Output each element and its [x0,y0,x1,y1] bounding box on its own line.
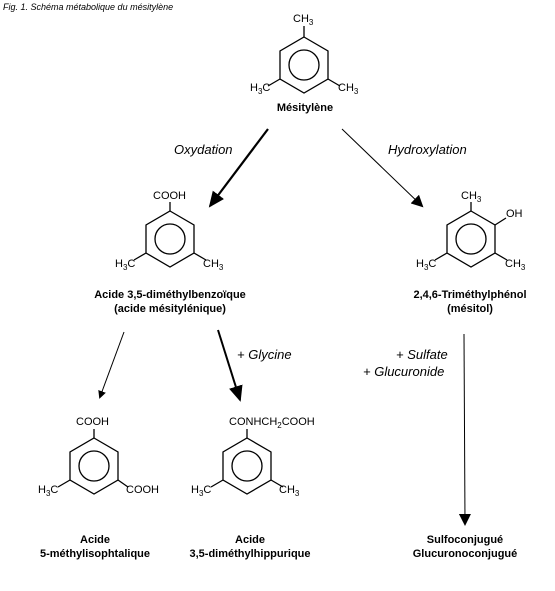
mesitylenic-acid-left-group: H3C [115,258,136,273]
dimethylhippuric-acid-structure [210,429,284,495]
trimethylphenol-name-line2: (mésitol) [447,303,493,315]
sulfate-glucuronide-arrow [458,333,471,526]
mesitylene-right-group: CH3 [338,82,359,97]
mesitylene-top-group: CH3 [293,13,314,28]
mesitylenic-acid-right-group: CH3 [203,258,224,273]
methylisophthalic-name-line2: 5-méthylisophtalique [39,548,151,560]
dimethylhippuric-left-group: H3C [191,484,212,499]
mesitylenic-acid-name-line2: (acide mésitylénique) [114,303,226,315]
methylisophthalic-top-group: COOH [76,416,109,428]
dimethylhippuric-top-group: CONHCH2COOH [229,416,315,431]
trimethylphenol-oh-group: OH [506,208,523,220]
glycine-label: + Glycine [237,347,292,362]
trimethylphenol-name: 2,4,6-Triméthylphénol (mésitol) [400,288,540,316]
glycine-conjugation-arrow [217,329,243,402]
dimethylhippuric-name-line1: Acide [235,534,265,546]
mesitylenic-acid-name-line1: Acide 3,5-diméthylbenzoïque [94,289,246,301]
methylisophthalic-left-group: H3C [38,484,59,499]
dimethylhippuric-name: Acide 3,5-diméthylhippurique [170,533,330,561]
mesitylene-name: Mésitylène [276,102,334,114]
methylisophthalic-name: Acide 5-méthylisophtalique [25,533,165,561]
oxidation-label: Oxydation [174,142,233,157]
mesitylenic-acid-name: Acide 3,5-diméthylbenzoïque (acide mésit… [60,288,280,316]
trimethylphenol-structure [434,202,508,268]
glucuronide-label: + Glucuronide [363,364,445,379]
trimethylphenol-top-group: CH3 [461,190,482,205]
methylisophthalic-name-line1: Acide [80,534,110,546]
dimethylhippuric-right-group: CH3 [279,484,300,499]
hydroxylation-arrow [341,128,424,208]
conjugates-name-line1: Sulfoconjugué [426,534,504,546]
oxidation-to-isophthalic-arrow [98,331,125,399]
dimethylhippuric-name-line2: 3,5-diméthylhippurique [189,548,311,560]
oxidation-arrow [208,128,269,208]
conjugates-name: Sulfoconjugué Glucuronoconjugué [400,533,530,561]
mesitylene-structure [267,26,341,94]
mesitylene-left-group: H3C [250,82,271,97]
sulfate-label: + Sulfate [396,347,448,362]
mesitylenic-acid-top-group: COOH [153,190,186,202]
figure-title: Fig. 1. Schéma métabolique du mésitylène [3,2,174,12]
mesitylenic-acid-structure [133,202,207,268]
trimethylphenol-name-line1: 2,4,6-Triméthylphénol [413,289,527,301]
trimethylphenol-left-group: H3C [416,258,437,273]
hydroxylation-label: Hydroxylation [388,142,467,157]
conjugates-name-line2: Glucuronoconjugué [412,548,518,560]
trimethylphenol-right-group: CH3 [505,258,526,273]
methylisophthalic-acid-structure [57,429,129,495]
methylisophthalic-right-group: COOH [126,484,159,496]
